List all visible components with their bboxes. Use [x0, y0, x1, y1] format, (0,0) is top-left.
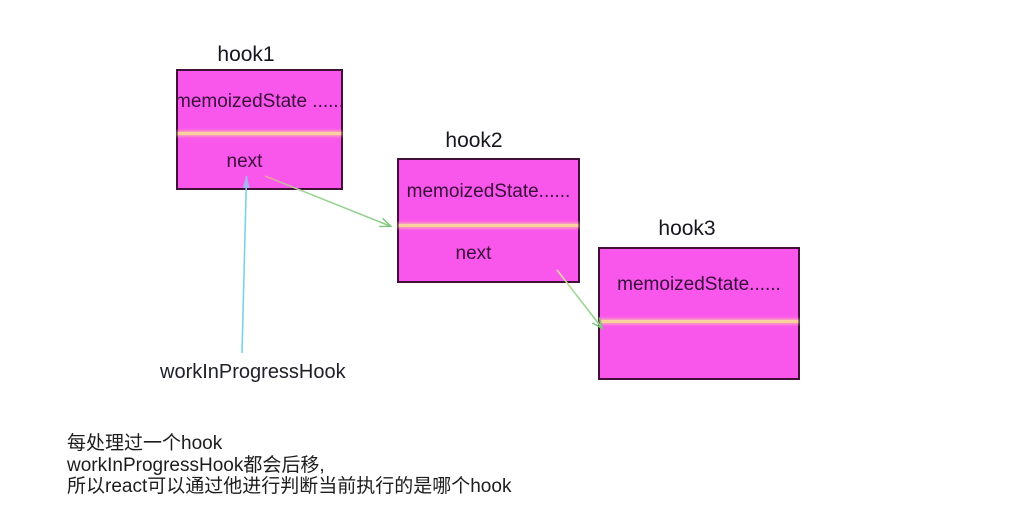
hook2-divider: [399, 224, 578, 227]
hook1-next-field: next: [226, 150, 263, 172]
notes-block: 每处理过一个hook workInProgressHook都会后移, 所以rea…: [67, 433, 511, 498]
node-box-hook2: memoizedState...... next: [397, 158, 580, 283]
note-line-1: 每处理过一个hook: [67, 433, 223, 454]
arrow-wip-to-hook1: [241, 175, 250, 354]
node-box-hook1: memoizedState ...... next: [176, 69, 343, 190]
node-title-hook1: hook1: [217, 43, 275, 66]
node-title-hook2: hook2: [445, 129, 503, 152]
node-box-hook3: memoizedState......: [598, 247, 800, 380]
node-title-hook3: hook3: [658, 217, 716, 240]
note-line-2: workInProgressHook都会后移,: [67, 454, 325, 476]
hook3-memoizedstate-field: memoizedState......: [617, 273, 781, 295]
hook1-divider: [178, 132, 341, 135]
hook2-next-field: next: [455, 243, 492, 264]
workinprogresshook-label: workInProgressHook: [160, 361, 346, 383]
hook1-memoizedstate-field: memoizedState ......: [178, 90, 341, 112]
hook3-divider: [600, 320, 798, 323]
hook3-next-field: [600, 323, 798, 378]
hook2-memoizedstate-field: memoizedState......: [406, 181, 571, 202]
note-line-3: 所以react可以通过他进行判断当前执行的是哪个hook: [67, 476, 512, 497]
